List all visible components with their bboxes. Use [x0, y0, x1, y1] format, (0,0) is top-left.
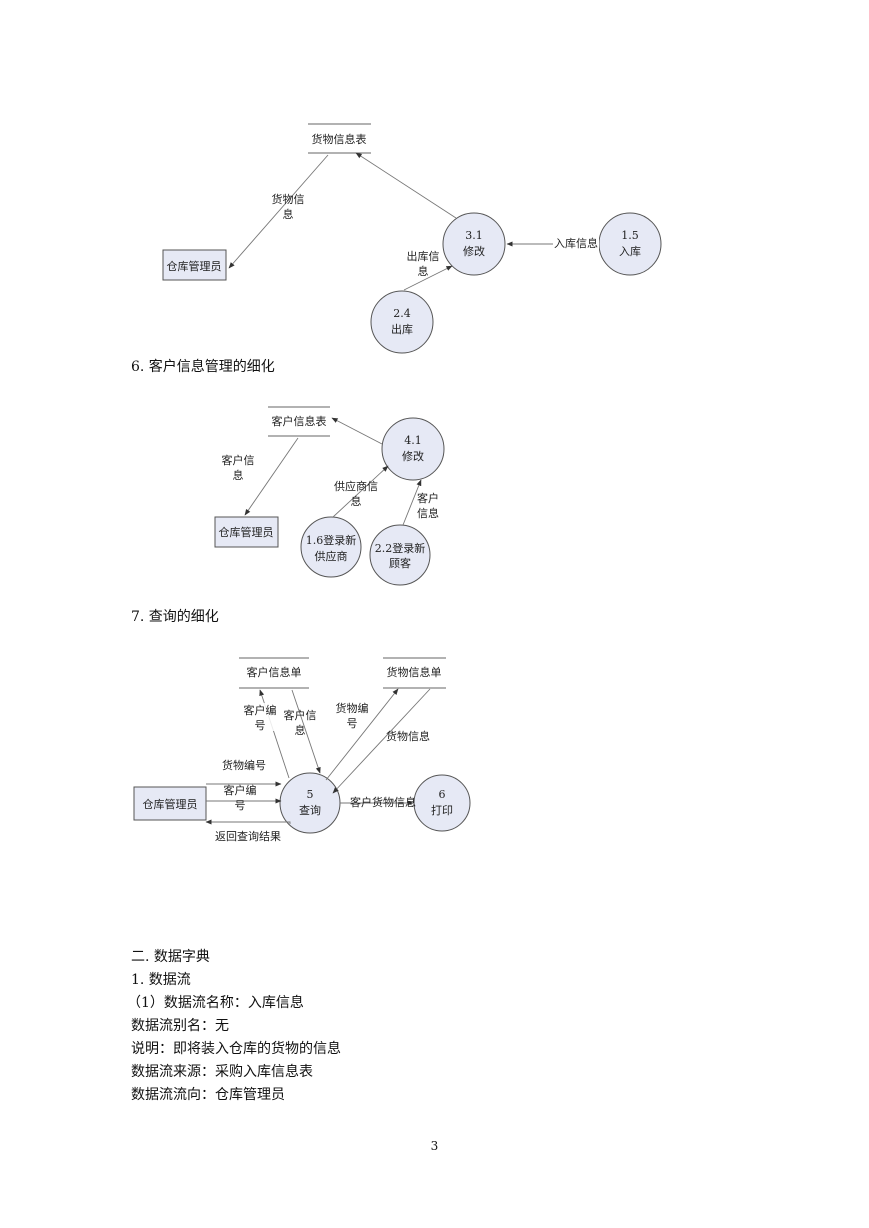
label-print-info: 客户货物信息	[350, 795, 416, 809]
flow-return-result	[205, 819, 291, 825]
svg-text:3.1: 3.1	[465, 229, 483, 242]
svg-text:仓库管理员: 仓库管理员	[219, 525, 274, 539]
svg-text:6: 6	[439, 788, 446, 801]
svg-text:息: 息	[295, 723, 306, 737]
process-1-6-register-supplier: 1.6登录新 供应商	[300, 516, 362, 578]
svg-text:5: 5	[307, 788, 314, 801]
process-2-4-stock-out: 2.4 出库	[370, 290, 434, 354]
svg-text:客户信息单: 客户信息单	[247, 665, 302, 679]
process-5-query: 5 查询	[279, 772, 341, 834]
entity-warehouse-manager: 仓库管理员	[133, 786, 207, 821]
data-store-goods-table: 货物信息表	[308, 123, 371, 154]
flow-modify-to-store	[355, 152, 457, 219]
data-store-goods-list: 货物信息单	[383, 657, 446, 689]
process-4-1-modify: 4.1 修改	[381, 417, 445, 481]
svg-text:顾客: 顾客	[389, 556, 411, 570]
svg-text:1.6登录新: 1.6登录新	[306, 533, 357, 547]
data-store-customer-table: 客户信息表	[268, 406, 330, 437]
label-customer-info-2: 客户	[417, 491, 439, 505]
entity-warehouse-manager: 仓库管理员	[214, 516, 279, 548]
flow-supplier-info	[332, 465, 389, 518]
dictionary-line: 数据流来源：采购入库信息表	[131, 1064, 313, 1080]
svg-text:4.1: 4.1	[404, 434, 422, 447]
flow-stock-out-info	[403, 265, 453, 291]
svg-text:查询: 查询	[299, 803, 321, 817]
svg-text:息: 息	[418, 264, 429, 278]
svg-text:货物信息表: 货物信息表	[312, 132, 367, 146]
svg-text:息: 息	[351, 494, 362, 508]
svg-text:息: 息	[283, 207, 294, 221]
process-2-2-register-customer: 2.2登录新 顾客	[369, 524, 431, 586]
svg-text:仓库管理员: 仓库管理员	[143, 797, 198, 811]
label-stock-in-info: 入库信息	[554, 236, 598, 250]
label-goods-no-2: 货物编号	[222, 758, 266, 772]
dictionary-line: （1）数据流名称：入库信息	[127, 995, 304, 1011]
dictionary-subtitle: 1. 数据流	[131, 972, 191, 988]
flow-customer-info-2	[402, 479, 422, 526]
diagram-query: 客户信息单 货物信息单 仓库管理员 5 查询 6 打印 客户编	[133, 657, 471, 843]
dictionary-line: 说明：即将装入仓库的货物的信息	[131, 1041, 341, 1057]
svg-text:1.5: 1.5	[621, 229, 639, 242]
svg-text:信息: 信息	[417, 506, 439, 520]
svg-text:入库: 入库	[619, 245, 641, 258]
svg-text:号: 号	[347, 717, 358, 730]
flow-goods-no	[325, 688, 399, 781]
svg-text:出库: 出库	[391, 322, 413, 336]
svg-text:货物信息单: 货物信息单	[387, 665, 442, 679]
process-1-5-stock-in: 1.5 入库	[598, 212, 662, 276]
svg-text:仓库管理员: 仓库管理员	[167, 259, 222, 273]
svg-text:修改: 修改	[463, 244, 485, 258]
label-return-result: 返回查询结果	[215, 829, 281, 843]
svg-text:打印: 打印	[431, 803, 453, 817]
data-store-customer-list: 客户信息单	[239, 657, 309, 689]
svg-text:号: 号	[235, 799, 246, 812]
page-number: 3	[430, 1139, 439, 1153]
svg-text:2.4: 2.4	[393, 307, 411, 320]
label-goods-info: 货物信	[272, 192, 305, 206]
svg-text:供应商: 供应商	[315, 549, 348, 563]
label-customer-no: 客户编	[244, 703, 277, 717]
svg-text:2.2登录新: 2.2登录新	[375, 541, 426, 555]
svg-text:号: 号	[255, 719, 266, 732]
process-3-1-modify: 3.1 修改	[442, 212, 506, 276]
label-customer-info: 客户信	[222, 453, 255, 467]
section-heading-query: 7. 查询的细化	[131, 609, 219, 625]
svg-text:息: 息	[233, 468, 244, 482]
diagram-customer-management: 客户信息表 仓库管理员 4.1 修改 1.6登录新 供应商 2.2登录新 顾客 …	[214, 406, 445, 586]
label-supplier-info: 供应商信	[334, 479, 378, 493]
label-customer-no-2: 客户编	[224, 783, 257, 797]
label-customer-info: 客户信	[284, 708, 317, 722]
svg-text:修改: 修改	[402, 449, 424, 463]
label-stock-out-info: 出库信	[407, 249, 440, 263]
section-heading-customer: 6. 客户信息管理的细化	[131, 359, 275, 375]
dictionary-line: 数据流流向：仓库管理员	[131, 1087, 285, 1103]
label-goods-no: 货物编	[336, 701, 369, 715]
dictionary-line: 数据流别名：无	[131, 1018, 229, 1034]
diagram-goods-modify: 货物信息表 仓库管理员 3.1 修改 1.5 入库 2.4 出库 货物信 息 入…	[162, 123, 662, 354]
dictionary-title: 二. 数据字典	[131, 949, 210, 965]
process-6-print: 6 打印	[413, 774, 471, 832]
flow-goods-info	[228, 154, 329, 269]
flow-customer-info	[291, 689, 321, 774]
flow-goods-info	[332, 688, 431, 794]
entity-warehouse-manager: 仓库管理员	[162, 249, 227, 281]
svg-text:客户信息表: 客户信息表	[272, 414, 327, 428]
label-goods-info: 货物信息	[386, 729, 430, 743]
flow-customer-info	[244, 437, 299, 516]
flow-modify-to-store	[331, 417, 383, 445]
